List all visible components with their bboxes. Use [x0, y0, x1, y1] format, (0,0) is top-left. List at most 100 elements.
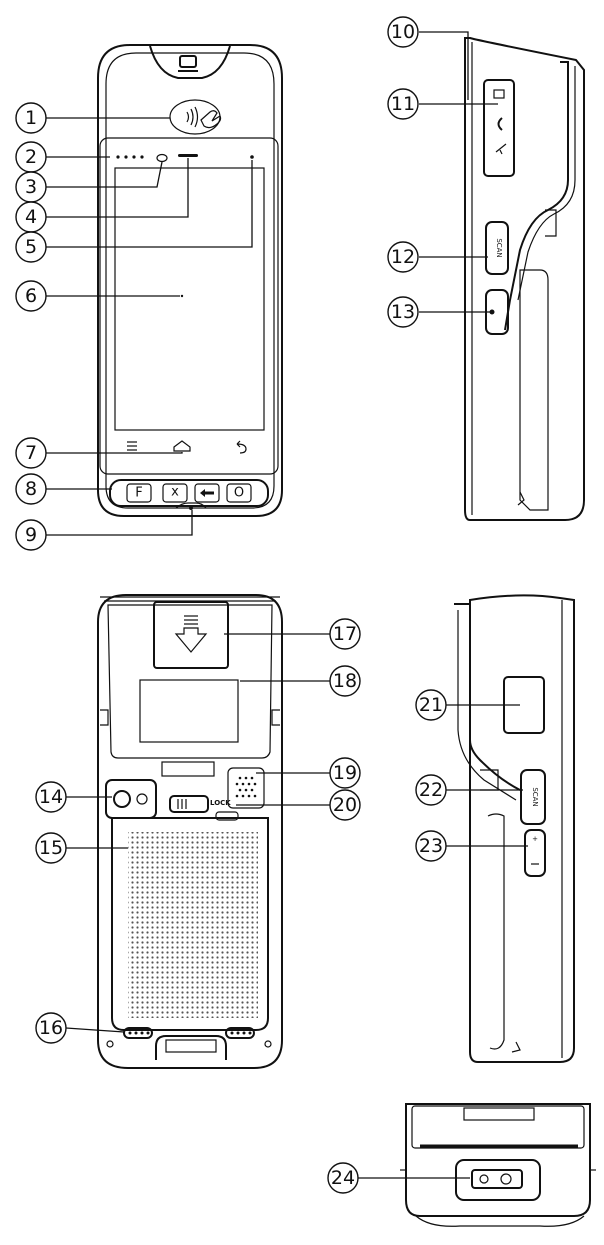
battery-lock-switch[interactable] — [169, 795, 209, 813]
microphone-hole — [189, 506, 193, 510]
volume-up-icon: + — [532, 835, 538, 843]
svg-text:20: 20 — [333, 794, 357, 816]
bottom-speaker-left-holes — [128, 1031, 150, 1035]
front-housing — [97, 44, 283, 517]
callout-23: 23 — [415, 830, 447, 862]
printer-latch[interactable] — [153, 601, 229, 669]
scan-button-right-label: SCAN — [495, 238, 503, 257]
cancel-key-label: x — [171, 485, 179, 500]
left-side-housing — [469, 594, 575, 1063]
side-grip — [519, 269, 549, 511]
callout-24: 24 — [327, 1162, 359, 1194]
leader-9 — [46, 510, 193, 536]
svg-text:6: 6 — [25, 285, 37, 307]
audio-jack-icon — [497, 117, 503, 131]
svg-text:8: 8 — [25, 478, 37, 500]
left-side-view: SCAN + — [454, 594, 575, 1063]
f-key-label: F — [135, 486, 142, 501]
callout-8: 8 — [15, 473, 47, 505]
dock-pins — [165, 1039, 217, 1053]
callout-10: 10 — [387, 16, 419, 48]
physical-keypad: F x O — [109, 479, 269, 507]
callout-21: 21 — [415, 689, 447, 721]
battery-notch — [215, 811, 239, 821]
leader-7 — [46, 452, 183, 454]
open-arrow-icon — [174, 615, 208, 653]
svg-text:15: 15 — [39, 837, 63, 859]
earpiece-receiver — [178, 154, 198, 157]
scan-button-right[interactable] — [485, 221, 509, 275]
scan-button-left[interactable] — [520, 769, 546, 825]
menu-icon — [127, 441, 137, 451]
backspace-icon — [200, 489, 214, 497]
screw-right — [264, 1040, 272, 1048]
svg-text:22: 22 — [419, 779, 443, 801]
svg-text:12: 12 — [391, 246, 415, 268]
back-strap-left — [100, 709, 109, 726]
scan-button-left-label: SCAN — [531, 787, 539, 806]
callout-15: 15 — [35, 832, 67, 864]
svg-text:13: 13 — [391, 301, 415, 323]
callout-1: 1 — [15, 102, 47, 134]
svg-text:10: 10 — [391, 21, 415, 43]
battery-cover — [111, 817, 269, 1031]
side-bottom-latch — [517, 491, 525, 506]
callouts: 1 2 3 4 5 6 7 8 9 10 11 12 13 14 15 16 1… — [15, 16, 447, 1194]
indicator-lights — [116, 155, 144, 159]
side-contour-inner — [517, 66, 576, 301]
callout-20: 20 — [329, 789, 361, 821]
cancel-key[interactable] — [162, 483, 188, 503]
camera-flash — [136, 793, 148, 805]
svg-text:11: 11 — [391, 93, 415, 115]
power-icon — [489, 309, 495, 315]
callout-6: 6 — [15, 280, 47, 312]
volume-buttons[interactable] — [524, 829, 546, 877]
side-clip — [545, 209, 557, 237]
backspace-key[interactable] — [194, 483, 220, 503]
front-camera-icon — [179, 55, 197, 68]
bottom-printer-slot — [463, 1107, 535, 1121]
bottom-port-panel — [455, 1159, 541, 1201]
svg-text:7: 7 — [25, 442, 37, 464]
usb-type-c-port — [471, 1169, 523, 1189]
port-right-hole — [500, 1173, 512, 1185]
callout-17: 17 — [329, 618, 361, 650]
left-grip — [487, 813, 505, 1050]
callout-2: 2 — [15, 141, 47, 173]
nfc-icon — [169, 99, 222, 135]
back-icon — [236, 440, 247, 454]
connector-slot — [161, 761, 215, 777]
right-side-view: SCAN — [464, 37, 585, 521]
side-housing — [464, 37, 585, 521]
svg-text:5: 5 — [25, 236, 37, 258]
bottom-speaker-right-holes — [230, 1031, 252, 1035]
screw-left — [106, 1040, 114, 1048]
f-key[interactable] — [126, 483, 152, 503]
leader-4 — [46, 158, 189, 218]
bottom-port-notch — [175, 502, 207, 509]
callout-9: 9 — [15, 519, 47, 551]
svg-text:16: 16 — [39, 1017, 63, 1039]
front-camera-lens — [156, 153, 168, 163]
home-icon — [173, 440, 191, 452]
svg-text:1: 1 — [25, 107, 37, 129]
ok-key[interactable] — [226, 483, 252, 503]
leader-lines — [46, 31, 528, 1179]
rear-camera-lens — [113, 790, 131, 808]
callout-22: 22 — [415, 774, 447, 806]
left-side-contour-inner — [457, 610, 517, 801]
front-screen-frame — [99, 137, 279, 475]
bottom-speaker-left — [123, 1027, 153, 1039]
bottom-base-edge — [415, 1215, 585, 1227]
ok-key-label: O — [234, 486, 244, 501]
back-housing — [97, 594, 283, 1069]
bottom-housing — [405, 1103, 591, 1217]
svg-text:21: 21 — [419, 694, 443, 716]
svg-text:2: 2 — [25, 146, 37, 168]
svg-text:23: 23 — [419, 835, 443, 857]
display-center-mark — [180, 294, 184, 298]
svg-text:17: 17 — [333, 623, 357, 645]
printer-cover — [107, 604, 273, 759]
leader-16 — [65, 1027, 125, 1033]
callout-5: 5 — [15, 231, 47, 263]
